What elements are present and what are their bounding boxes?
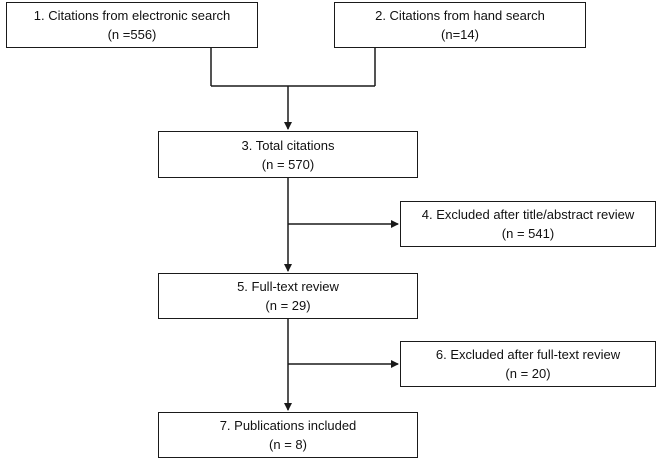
box-electronic-search-count: (n =556)	[107, 27, 157, 42]
box-full-text-review: 5. Full-text review (n = 29)	[158, 273, 418, 319]
box-publications-included-count: (n = 8)	[269, 437, 307, 452]
box-full-text-review-title: 5. Full-text review	[237, 279, 339, 294]
box-full-text-review-count: (n = 29)	[265, 298, 311, 313]
box-excluded-title-abstract-title: 4. Excluded after title/abstract review	[421, 207, 635, 222]
box-total-citations-count: (n = 570)	[261, 156, 315, 172]
box-publications-included-title: 7. Publications included	[219, 418, 357, 433]
box-publications-included: 7. Publications included (n = 8)	[158, 412, 418, 458]
box-excluded-title-abstract-count: (n = 541)	[501, 226, 555, 241]
box-excluded-full-text-count: (n = 20)	[505, 366, 551, 381]
box-hand-search: 2. Citations from hand search (n=14)	[334, 2, 586, 48]
box-hand-search-count: (n=14)	[441, 27, 479, 42]
box-total-citations-title: 3. Total citations	[241, 137, 335, 153]
box-excluded-title-abstract: 4. Excluded after title/abstract review …	[400, 201, 656, 247]
box-excluded-full-text-title: 6. Excluded after full-text review	[435, 347, 621, 362]
box-excluded-full-text: 6. Excluded after full-text review (n = …	[400, 341, 656, 387]
box-electronic-search: 1. Citations from electronic search (n =…	[6, 2, 258, 48]
box-electronic-search-title: 1. Citations from electronic search	[33, 8, 231, 23]
box-hand-search-title: 2. Citations from hand search	[375, 8, 545, 23]
box-total-citations: 3. Total citations (n = 570)	[158, 131, 418, 178]
